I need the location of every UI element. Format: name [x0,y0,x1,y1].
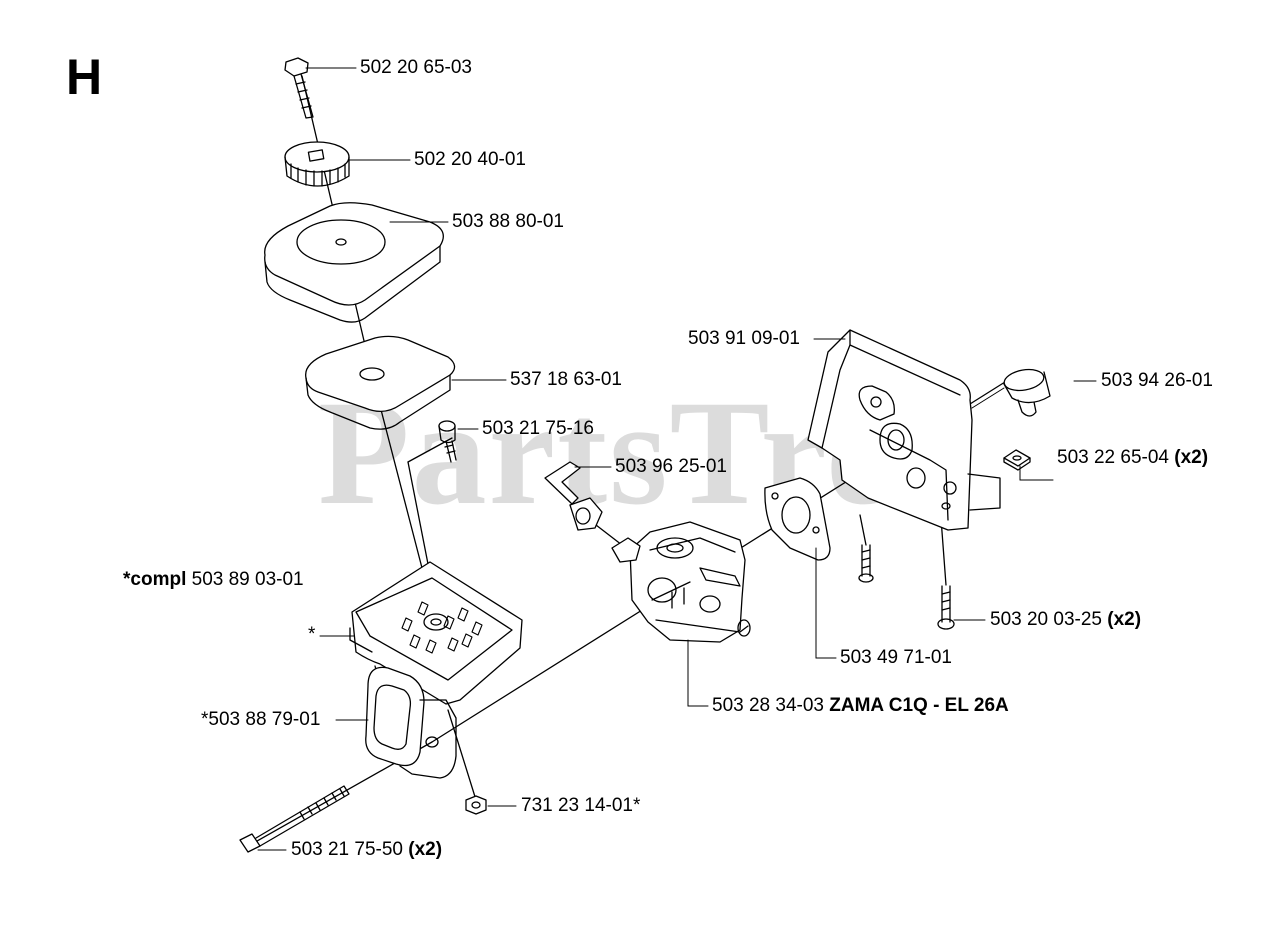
choke-lever-drawing [365,666,457,779]
filter-drawing [305,335,456,430]
label-intake-holder[interactable]: 503 91 09-01 [688,328,800,350]
part-number: 503 21 75-50 [291,839,403,860]
part-number: 503 91 09-01 [688,328,800,349]
label-filter[interactable]: 537 18 63-01 [510,369,622,391]
label-knob[interactable]: 502 20 40-01 [414,149,526,171]
part-number: 502 20 65-03 [360,57,472,78]
part-number: 503 88 80-01 [452,211,564,232]
flange-screws-drawing [858,544,955,630]
carburetor-drawing [611,521,751,643]
label-screw-small[interactable]: 503 21 75-16 [482,418,594,440]
part-number: 503 28 34-03 [712,695,824,716]
square-nut-drawing [1003,449,1031,471]
knob-drawing [284,141,350,187]
label-sleeve[interactable]: 503 94 26-01 [1101,370,1213,392]
part-number: *503 88 79-01 [201,709,321,730]
nut-drawing [465,795,487,815]
part-number: 503 94 26-01 [1101,370,1213,391]
label-screw-flange[interactable]: 503 20 03-25 (x2) [990,609,1141,631]
part-number: 731 23 14-01* [521,795,641,816]
quantity-note: (x2) [408,839,443,860]
label-nut[interactable]: 731 23 14-01* [521,795,640,817]
bracket-clip-drawing [544,461,603,531]
section-letter: H [66,49,103,105]
label-long-bolt[interactable]: 503 21 75-50 (x2) [291,839,442,861]
filter-cover-drawing [264,202,444,323]
long-bolt-drawing [239,785,350,853]
label-star-marker: * [308,624,316,645]
label-carburetor[interactable]: 503 28 34-03 ZAMA C1Q - EL 26A [712,695,1009,717]
label-choke[interactable]: *503 88 79-01 [201,709,320,731]
quantity-note: (x2) [1174,447,1209,468]
gasket-drawing [764,477,831,561]
screw-small-drawing [438,420,457,463]
part-number: 503 89 03-01 [191,569,304,590]
sleeve-drawing [1003,368,1051,417]
quantity-note: (x2) [1107,609,1142,630]
part-number: 503 21 75-16 [482,418,594,439]
part-number: 503 22 65-04 [1057,447,1169,468]
label-bracket-clip[interactable]: 503 96 25-01 [615,456,727,478]
label-filter-cover[interactable]: 503 88 80-01 [452,211,564,233]
part-number: 503 20 03-25 [990,609,1102,630]
intake-holder-drawing [807,329,1001,531]
carburetor-model: ZAMA C1Q - EL 26A [829,695,1009,716]
label-bolt-top[interactable]: 502 20 65-03 [360,57,472,79]
part-number: 537 18 63-01 [510,369,622,390]
label-gasket[interactable]: 503 49 71-01 [840,647,952,669]
label-compl-housing[interactable]: *compl 503 89 03-01 [123,569,304,591]
bolt-top-drawing [284,57,314,119]
compl-prefix: *compl [123,569,187,590]
label-square-nut[interactable]: 503 22 65-04 (x2) [1057,447,1208,469]
leader-lines [257,67,1097,851]
part-number: 503 49 71-01 [840,647,952,668]
part-number: 503 96 25-01 [615,456,727,477]
air-box-drawing [349,561,523,707]
part-number: 502 20 40-01 [414,149,526,170]
